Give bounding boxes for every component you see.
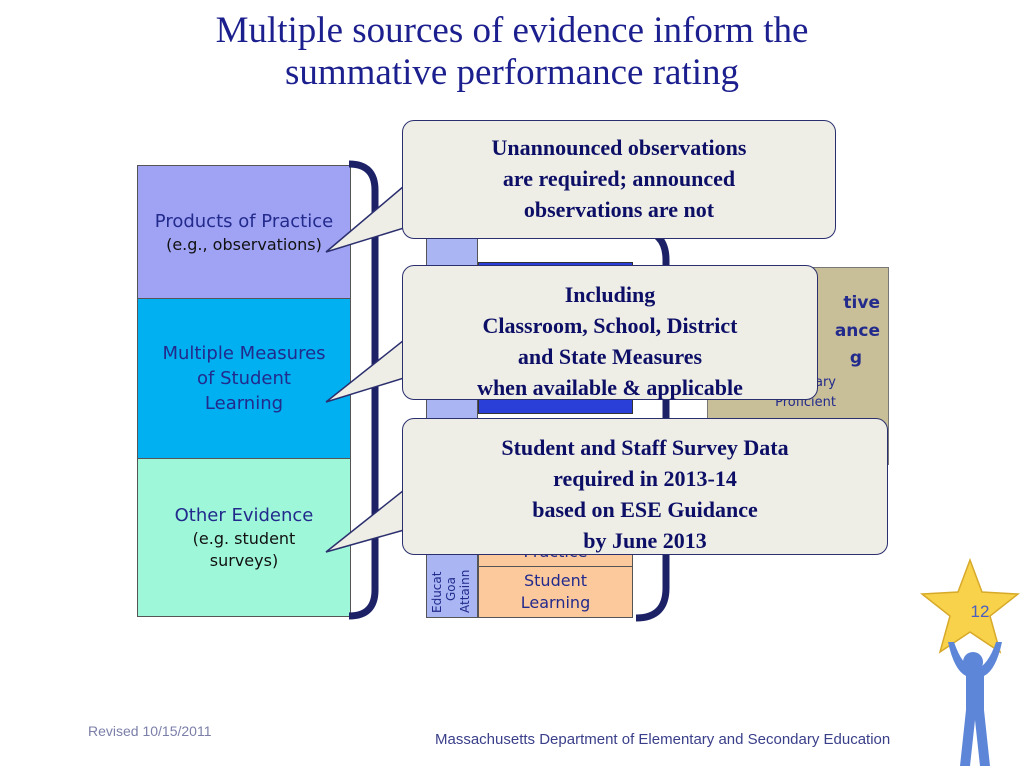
slide-title-line2: summative performance rating: [284, 52, 740, 93]
callout-observations-line1: Unannounced observations: [491, 135, 747, 160]
callout-observations: Unannounced observations are required; a…: [402, 120, 836, 239]
multiple-measures-line3: Learning: [204, 393, 284, 414]
callout-observations-line2: are required; announced: [502, 166, 736, 191]
student-learning-cell: Student Learning: [478, 566, 633, 618]
products-of-practice-box: Products of Practice (e.g., observations…: [137, 165, 351, 299]
revised-date: Revised 10/15/2011: [88, 723, 212, 739]
callout-measures: Including Classroom, School, District an…: [402, 265, 818, 400]
callout-surveys-line2: required in 2013-14: [553, 466, 737, 491]
products-of-practice-label: Products of Practice: [154, 210, 334, 232]
multiple-measures-line2: of Student: [197, 368, 291, 389]
other-evidence-example-line2: surveys): [209, 551, 279, 570]
callout-surveys: Student and Staff Survey Data required i…: [402, 418, 888, 555]
other-evidence-example-line1: (e.g. student: [192, 529, 296, 548]
person-icon: [948, 642, 1002, 766]
student-learning-line2: Learning: [520, 593, 591, 612]
callout-observations-line3: observations are not: [523, 197, 715, 222]
callout-surveys-line1: Student and Staff Survey Data: [501, 435, 789, 460]
slide-title: Multiple sources of evidence inform the …: [0, 10, 1024, 94]
callout-surveys-line4: by June 2013: [583, 528, 707, 553]
left-bracket: [348, 160, 379, 620]
products-of-practice-example: (e.g., observations): [166, 234, 322, 254]
summative-rating-text-2: ance: [834, 321, 880, 341]
page-number: 12: [970, 602, 990, 621]
department-name: Massachusetts Department of Elementary a…: [435, 731, 891, 748]
other-evidence-box: Other Evidence (e.g. student surveys): [137, 458, 351, 617]
callout-measures-line3: and State Measures: [517, 344, 703, 369]
callout-measures-line2: Classroom, School, District: [482, 313, 738, 338]
summative-rating-text-1: tive: [843, 293, 880, 313]
callout-measures-line1: Including: [564, 282, 656, 307]
callout-measures-line4: when available & applicable: [477, 375, 743, 400]
summative-rating-text-3: g: [849, 348, 862, 368]
rating-level-exemplary: ary: [814, 375, 836, 390]
slide-title-line1: Multiple sources of evidence inform the: [215, 10, 809, 51]
other-evidence-label: Other Evidence: [174, 505, 314, 526]
callout-surveys-line3: based on ESE Guidance: [532, 497, 758, 522]
multiple-measures-line1: Multiple Measures: [162, 343, 326, 364]
student-learning-line1: Student: [524, 571, 587, 590]
star-icon: [919, 557, 1021, 654]
